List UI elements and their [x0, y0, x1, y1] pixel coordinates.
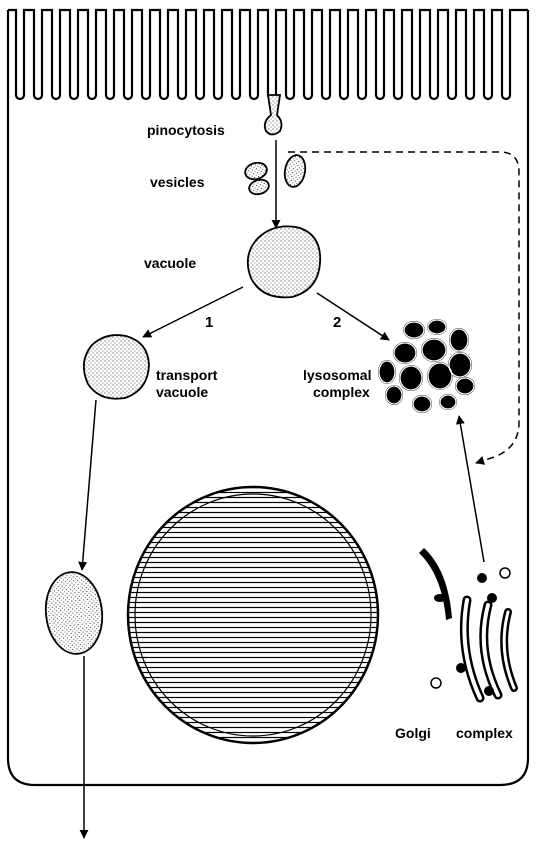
arrow-golgi-to-lysosome [459, 416, 484, 562]
label-pinocytosis: pinocytosis [147, 122, 225, 138]
label-golgi-complex: complex [456, 725, 513, 741]
label-transport-vacuole: vacuole [156, 384, 208, 400]
vesicle [282, 154, 307, 189]
lysosomal-complex [378, 319, 475, 413]
arrow-path-2 [317, 293, 389, 340]
arrow-transport-down [82, 400, 96, 570]
nucleus [128, 487, 378, 743]
dashed-recycling-arrow [288, 152, 519, 463]
vacuole [248, 226, 320, 297]
transport-vacuole [84, 335, 149, 399]
label-vesicles: vesicles [150, 174, 205, 190]
label-vacuole: vacuole [144, 255, 196, 271]
label-path-2: 2 [333, 314, 341, 331]
vesicle [243, 160, 268, 181]
label-transport: transport [156, 367, 218, 383]
label-lysosomal-complex: complex [313, 384, 370, 400]
arrow-path-1 [143, 287, 243, 337]
pinocytosis-invagination [265, 95, 282, 135]
label-path-1: 1 [205, 314, 213, 331]
transport-vacuole-lower [42, 569, 106, 656]
vesicle [248, 178, 271, 197]
label-lysosomal: lysosomal [303, 367, 371, 383]
golgi-complex [419, 548, 514, 698]
label-golgi: Golgi [395, 725, 431, 741]
